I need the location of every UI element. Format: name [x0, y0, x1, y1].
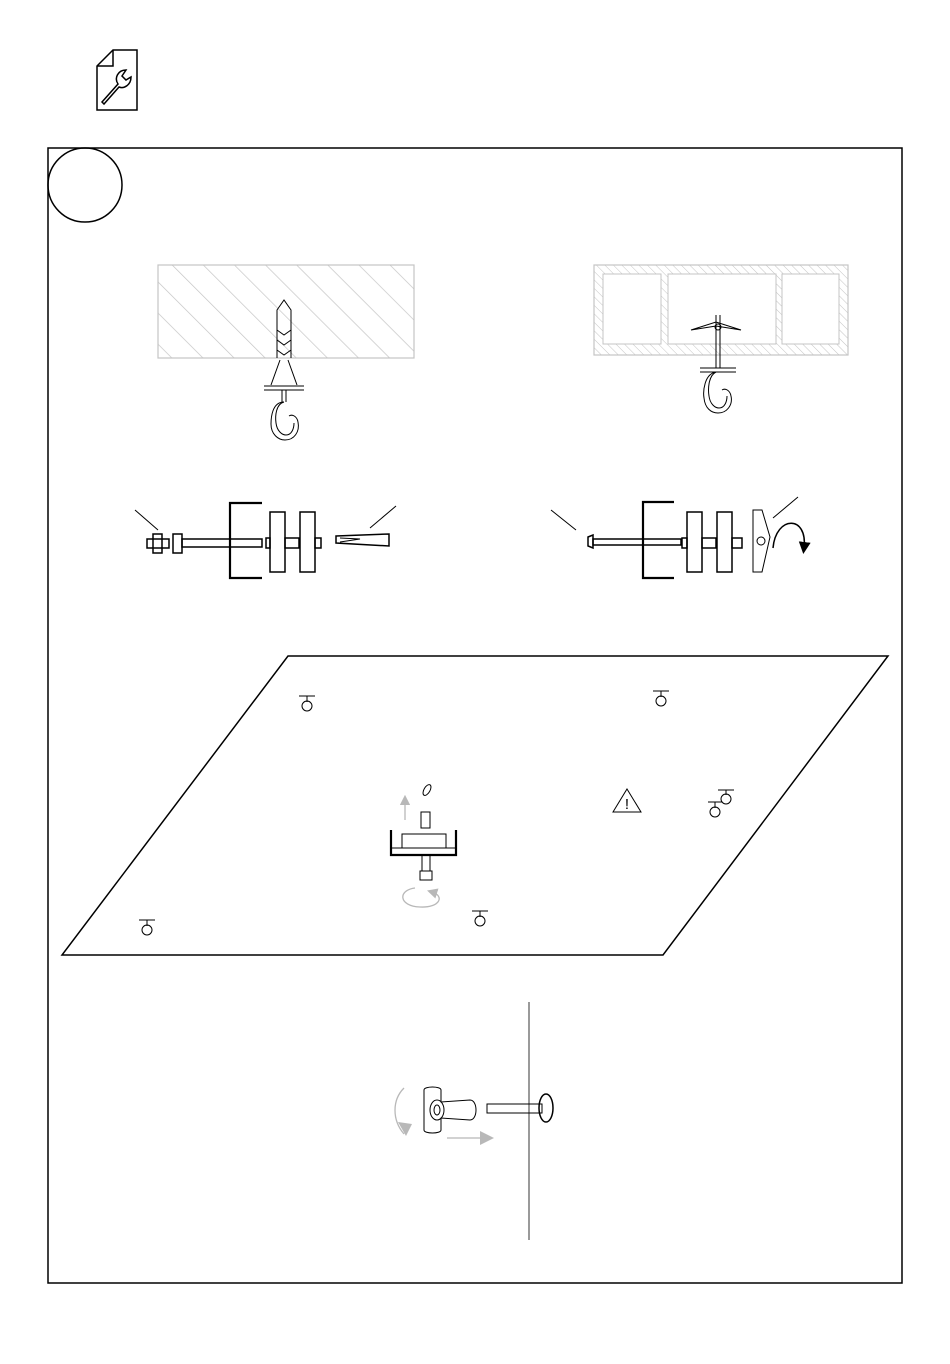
screw-hole-1	[299, 696, 315, 711]
central-mount-detail	[391, 783, 456, 907]
ceiling-plate-icon: !	[62, 656, 888, 955]
wing-nut-icon	[395, 1002, 553, 1240]
screw-hole-3	[139, 920, 155, 935]
wrench-document-icon	[97, 50, 137, 110]
screw-hole-5	[708, 790, 734, 817]
hollow-ceiling-mount	[594, 265, 848, 413]
anchor-exploded-icon	[135, 503, 396, 578]
toggle-bolt-exploded-icon	[551, 497, 804, 578]
solid-ceiling-mount	[158, 265, 414, 440]
warning-symbol: !	[625, 796, 629, 813]
screw-hole-2	[653, 691, 669, 706]
warning-triangle-icon: !	[613, 789, 641, 813]
step-circle	[48, 148, 122, 222]
screw-hole-4	[472, 911, 488, 926]
